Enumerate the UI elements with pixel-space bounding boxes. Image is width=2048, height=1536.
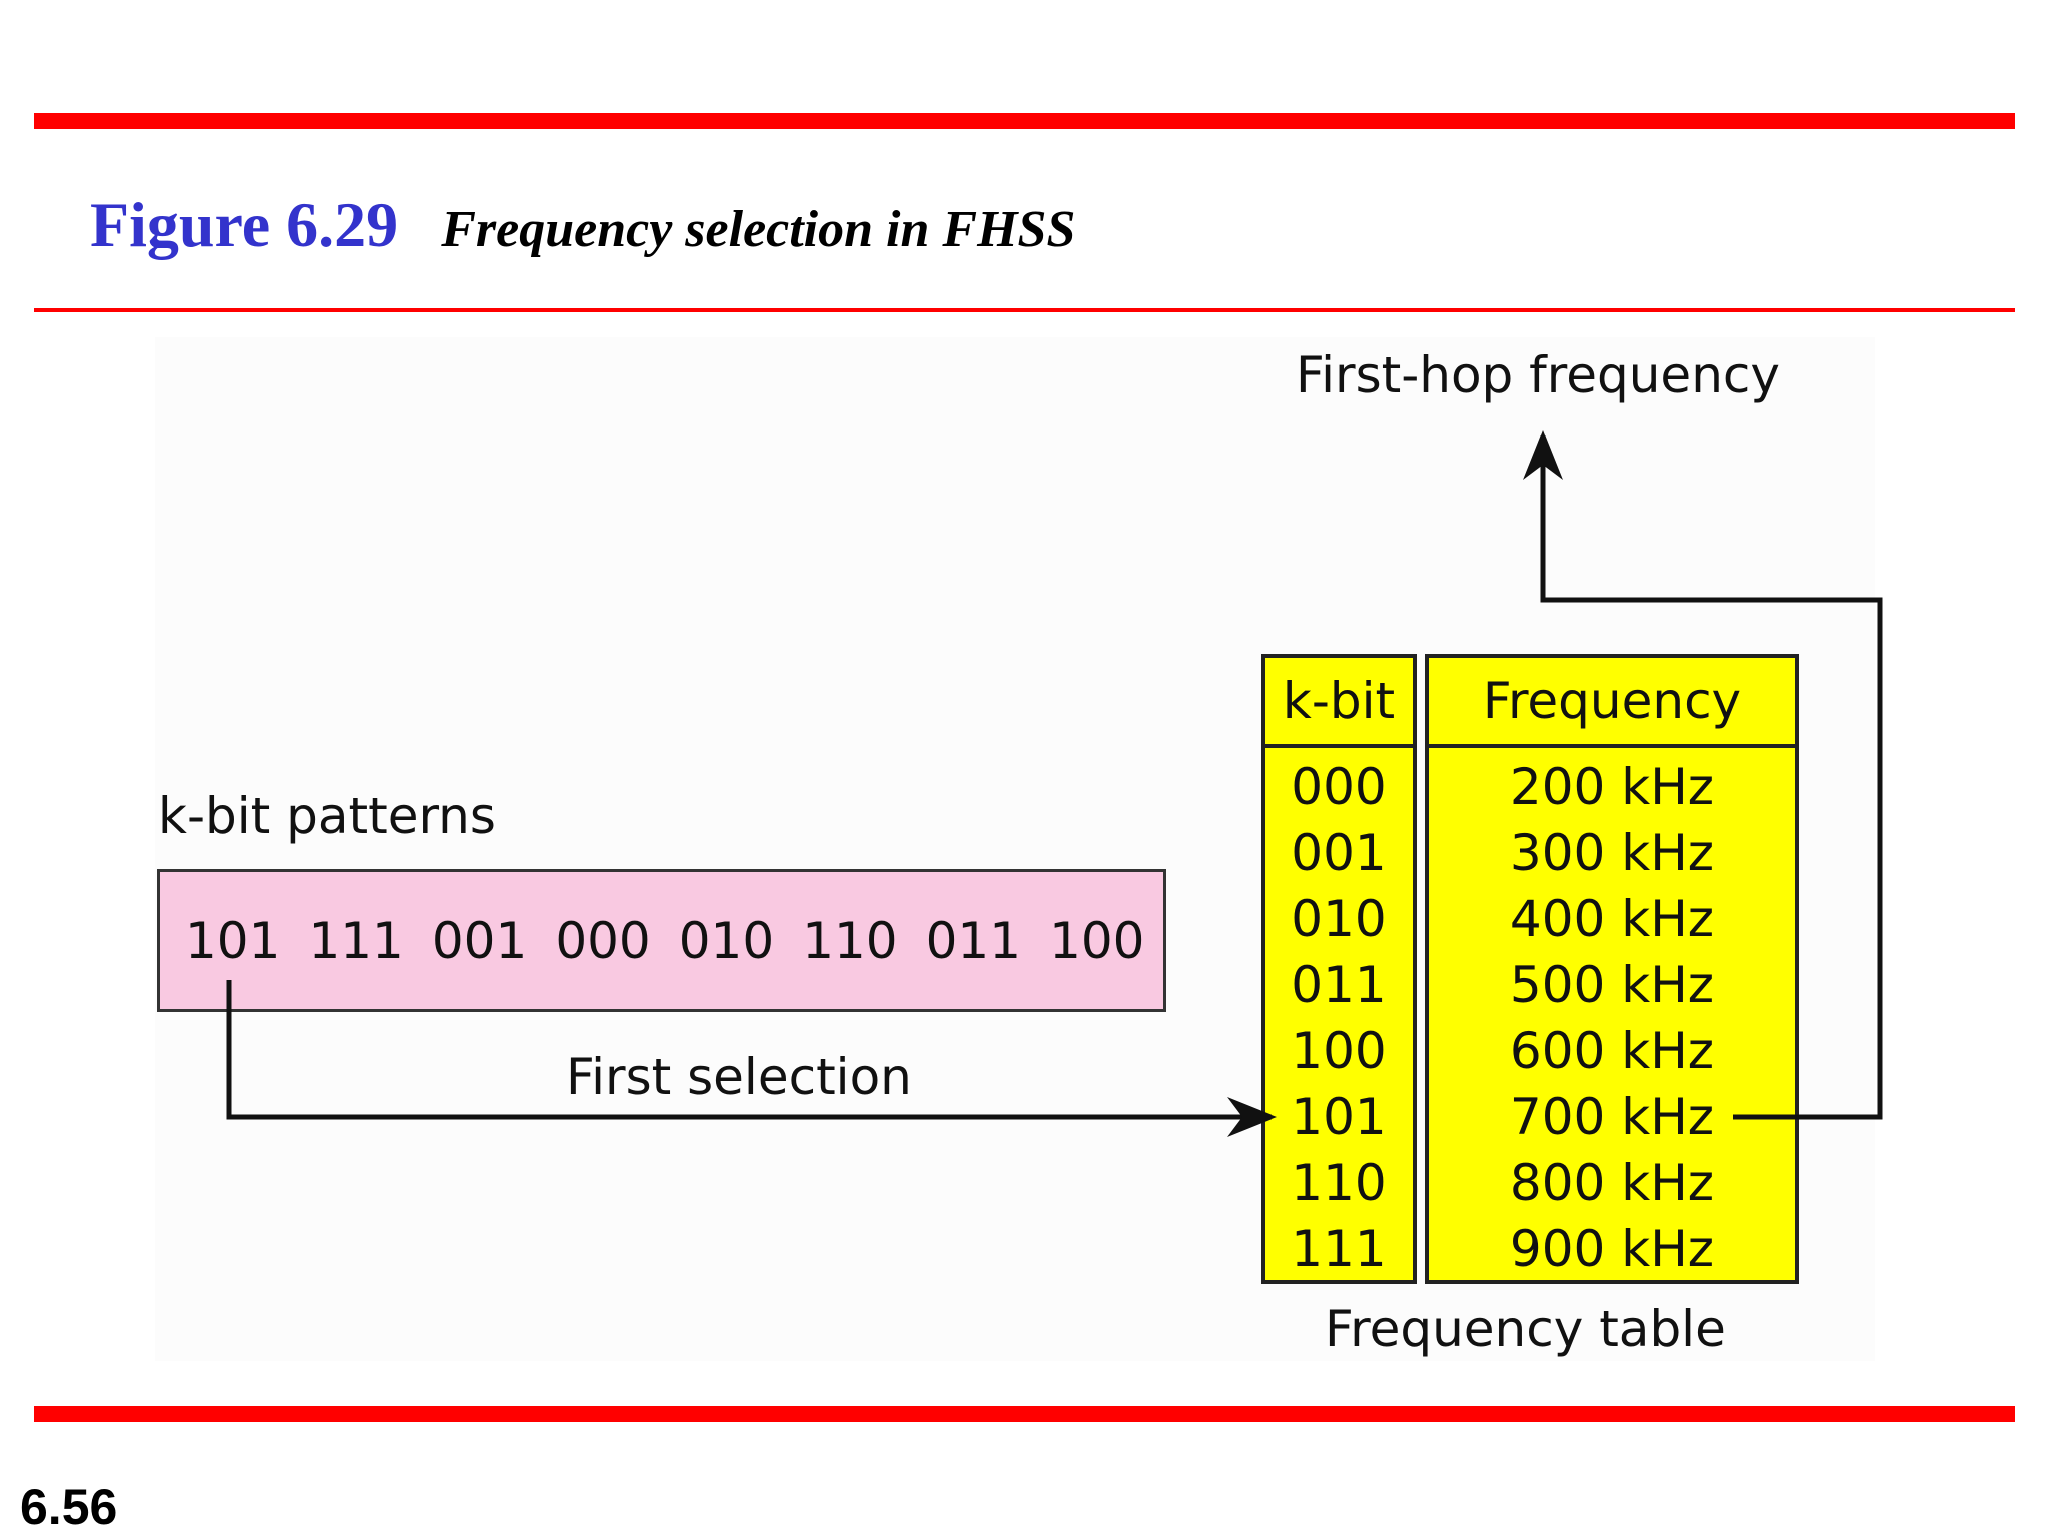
kbit-cell: 011: [1291, 956, 1387, 1014]
first-selection-label: First selection: [566, 1048, 912, 1106]
kbit-column-header: k-bit: [1265, 658, 1413, 748]
kbit-cell: 001: [1291, 824, 1387, 882]
kbit-pattern: 101: [185, 911, 281, 970]
bottom-red-rule: [34, 1406, 2015, 1422]
kbit-cell: 110: [1291, 1154, 1387, 1212]
frequency-cell: 400 kHz: [1509, 890, 1715, 948]
figure-number: Figure 6.29: [90, 189, 399, 260]
kbit-cell: 000: [1291, 758, 1387, 816]
first-hop-arrow: [1523, 430, 1883, 1120]
frequency-cell: 500 kHz: [1509, 956, 1715, 1014]
kbit-column: k-bit 000 001 010 011 100 101 110 111: [1261, 654, 1417, 1284]
frequency-cell: 600 kHz: [1509, 1022, 1715, 1080]
figure-caption: Frequency selection in FHSS: [441, 201, 1076, 258]
frequency-cell: 800 kHz: [1509, 1154, 1715, 1212]
frequency-column-header: Frequency: [1429, 658, 1795, 748]
kbit-patterns-label: k-bit patterns: [158, 787, 496, 845]
frequency-cell: 900 kHz: [1509, 1220, 1715, 1278]
kbit-pattern: 110: [802, 911, 898, 970]
kbit-cell: 101: [1291, 1088, 1387, 1146]
frequency-cell: 700 kHz: [1509, 1088, 1715, 1146]
kbit-pattern: 010: [678, 911, 775, 970]
frequency-column: Frequency 200 kHz 300 kHz 400 kHz 500 kH…: [1425, 654, 1799, 1284]
kbit-pattern-box: 101 111 001 000 010 110 011 100: [157, 869, 1166, 1012]
first-hop-frequency-label: First-hop frequency: [1296, 346, 1780, 404]
title-underline-rule: [34, 308, 2015, 312]
slide-number: 6.56: [20, 1479, 118, 1535]
top-red-rule: [34, 113, 2015, 129]
kbit-pattern: 011: [925, 911, 1022, 970]
kbit-pattern: 111: [308, 911, 404, 970]
kbit-cell: 100: [1291, 1022, 1387, 1080]
kbit-pattern: 000: [555, 911, 651, 970]
kbit-cell: 111: [1291, 1220, 1387, 1278]
kbit-pattern: 001: [431, 911, 528, 970]
first-selection-arrow: [226, 980, 1277, 1137]
frequency-cell: 200 kHz: [1509, 758, 1715, 816]
frequency-cell: 300 kHz: [1509, 824, 1715, 882]
frequency-table-label: Frequency table: [1325, 1300, 1726, 1358]
kbit-pattern: 100: [1049, 911, 1145, 970]
figure-title: Figure 6.29 Frequency selection in FHSS: [90, 188, 1075, 262]
kbit-cell: 010: [1291, 890, 1387, 948]
